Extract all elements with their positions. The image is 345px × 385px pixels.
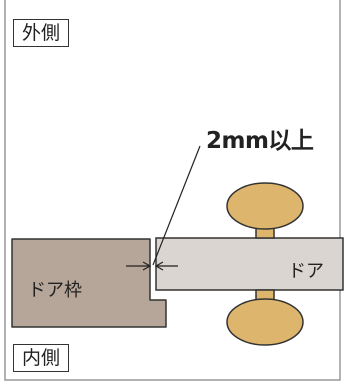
diagram-border bbox=[4, 0, 341, 381]
door-panel-shape bbox=[155, 237, 344, 291]
door-frame-label: ドア枠 bbox=[28, 280, 82, 301]
knob-bottom-icon bbox=[226, 298, 304, 346]
gap-leader-line bbox=[152, 145, 201, 266]
door-frame-shape bbox=[11, 238, 167, 328]
outside-label: 外側 bbox=[13, 19, 70, 47]
door-label: ドア bbox=[288, 261, 324, 282]
inside-label: 内側 bbox=[13, 344, 70, 372]
knob-top-icon bbox=[226, 182, 304, 230]
gap-dimension-arrows bbox=[126, 261, 178, 271]
gap-label: 2mm以上 bbox=[206, 128, 314, 154]
